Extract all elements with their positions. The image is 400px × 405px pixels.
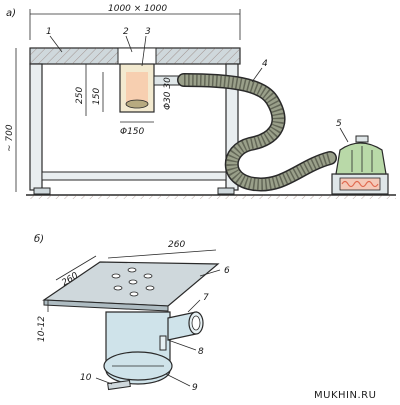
dim-250-text: 250 — [75, 87, 85, 104]
dim-260-side-line — [55, 255, 97, 281]
dim-260-top-line — [107, 249, 217, 259]
leader-5 — [339, 127, 349, 143]
dim-gap-text: 10-12 — [37, 316, 47, 342]
part-a-label: а) — [6, 8, 16, 19]
dim-260-top-text: 260 — [168, 240, 185, 250]
watermark: MUKHIN.RU — [314, 390, 376, 401]
table-leg-left — [29, 63, 43, 191]
side-pipe-inner — [191, 315, 201, 331]
callout-7: 7 — [203, 293, 209, 303]
heater-dome — [335, 142, 387, 175]
chamber-grain — [125, 99, 149, 109]
plate-edge — [43, 299, 169, 312]
hose-braid — [183, 74, 332, 190]
callout-6: 6 — [224, 266, 230, 276]
callout-5: 5 — [336, 119, 342, 129]
leader-2 — [125, 35, 133, 53]
plate-holes — [111, 267, 155, 297]
leader-8 — [167, 339, 197, 351]
callout-4: 4 — [262, 59, 268, 69]
table-top-cutout — [117, 47, 157, 65]
leader-1 — [49, 35, 63, 53]
leader-7 — [187, 299, 201, 313]
leader-9 — [165, 373, 191, 387]
part-b-label: б) — [34, 233, 44, 245]
part-b-detail-drawing: б) 260 260 10-12 — [34, 233, 230, 393]
callout-8: 8 — [198, 347, 204, 357]
callout-1: 1 — [46, 27, 52, 37]
table-foot-right — [217, 187, 235, 195]
dim-30-text: Φ30 30 — [163, 77, 173, 110]
dim-150-v-text: 150 — [92, 88, 102, 105]
chamber-glow — [126, 72, 148, 106]
heater-knob — [355, 135, 369, 143]
leader-10 — [95, 377, 113, 385]
hinge — [159, 335, 167, 351]
table-lower-rail — [41, 171, 227, 181]
callout-2: 2 — [123, 27, 129, 37]
callout-3: 3 — [145, 27, 151, 37]
table-foot-left — [33, 187, 51, 195]
leader-4 — [251, 67, 263, 83]
callout-10: 10 — [80, 373, 92, 383]
floor-hatch — [26, 195, 396, 199]
height-dimension-text: ~ 700 — [5, 124, 15, 152]
top-dimension-text: 1000 × 1000 — [108, 4, 167, 14]
lid-handle — [107, 379, 131, 391]
leader-3 — [141, 35, 147, 67]
heater-coil — [341, 180, 379, 188]
callout-9: 9 — [192, 383, 198, 393]
dim-d150-text: Φ150 — [120, 127, 145, 137]
part-a-table-drawing: а) 1000 × 1000 ~ 700 250 — [5, 4, 396, 199]
leader-6 — [199, 269, 221, 277]
